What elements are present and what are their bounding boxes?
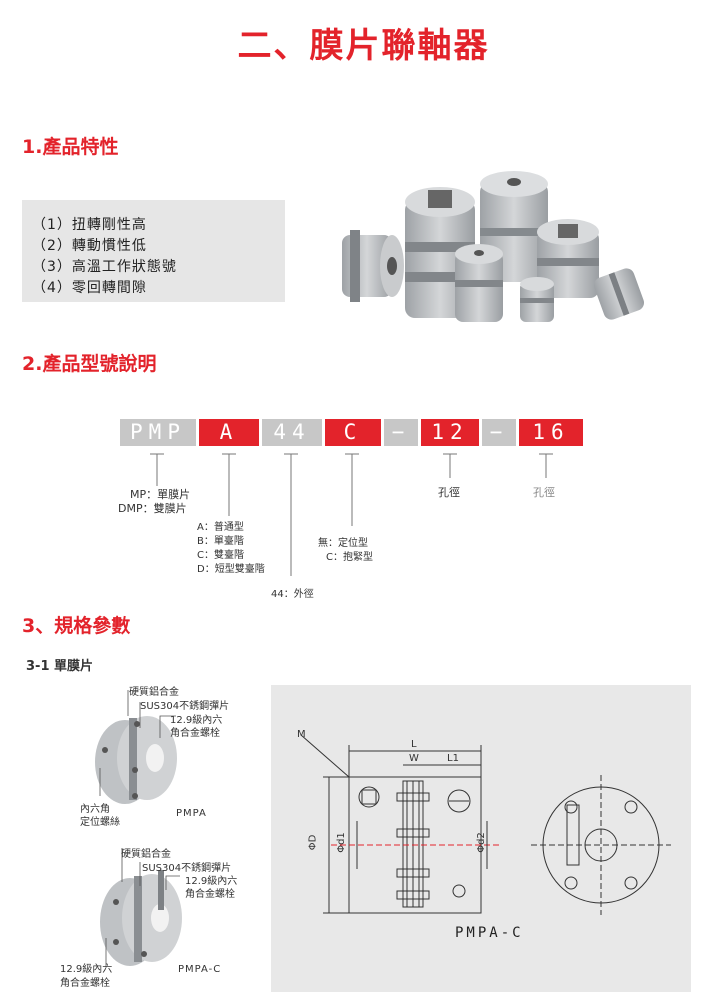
page-title: 二、膜片聯軸器: [237, 26, 490, 66]
pmpac-callout-lines: [105, 848, 180, 968]
pmpac-callout-bottom-bolt: 角合金螺栓: [60, 978, 110, 989]
pmpa-callout-spring: SUS304不銹鋼彈片: [140, 701, 230, 712]
coupling-image: [593, 268, 645, 320]
dim-label-l1: L1: [447, 753, 459, 764]
label-fix-clamp: C：抱緊型: [326, 552, 373, 563]
coupling-image: [537, 219, 599, 298]
label-type-c: C：雙臺階: [197, 550, 244, 561]
label-single-diaphragm: MP：單膜片: [130, 488, 191, 501]
pmpac-callout-spring: SUS304不銹鋼彈片: [142, 863, 232, 874]
pmpa-callout-bolt: 12.9級內六: [170, 715, 223, 726]
label-bore1: 孔徑: [438, 486, 460, 499]
pmpac-callout-aluminium: 硬質鋁合金: [121, 849, 171, 860]
section-heading-features: 1.產品特性: [22, 136, 119, 158]
code-segment-fixing: C: [325, 419, 381, 446]
technical-drawing-panel: M L W L1 ΦD Φd1 Φd2 PMPA-C: [271, 685, 691, 992]
pmpac-callout-bottom-bolt: 12.9級內六: [60, 964, 113, 975]
label-fix-positioning: 無：定位型: [318, 538, 368, 549]
subsection-single-diaphragm: 3-1 單膜片: [26, 659, 94, 674]
label-double-diaphragm: DMP：雙膜片: [118, 502, 187, 515]
feature-item: （1）扭轉剛性高: [32, 217, 147, 233]
pmpac-model-name: PMPA-C: [178, 964, 222, 975]
label-type-b: B：單臺階: [197, 536, 244, 547]
code-segment-bore1: 12: [421, 419, 479, 446]
pmpac-coupling-image: [100, 870, 182, 966]
feature-item: （2）轉動慣性低: [32, 238, 147, 254]
coupling-image: [455, 244, 503, 322]
code-dash: −: [384, 419, 418, 446]
pmpa-callout-bolt: 角合金螺栓: [170, 728, 220, 739]
dim-label-w: W: [409, 753, 419, 764]
dim-label-m: M: [297, 729, 306, 740]
dim-label-od: ΦD: [307, 834, 319, 851]
section-heading-model: 2.產品型號說明: [22, 353, 157, 375]
code-brackets: [150, 453, 553, 576]
dim-label-l: L: [411, 739, 417, 750]
pmpac-callout-bolt: 12.9級內六: [185, 876, 238, 887]
label-bore2: 孔徑: [533, 486, 555, 499]
technical-drawing: [300, 734, 671, 915]
features-box: （1）扭轉剛性高 （2）轉動慣性低 （3）高溫工作狀態號 （4）零回轉間隙: [22, 200, 285, 302]
coupling-image: [520, 277, 554, 322]
feature-item: （3）高溫工作狀態號: [32, 259, 177, 275]
pmpa-callout-lines: [99, 690, 176, 796]
coupling-image: [342, 230, 404, 302]
drawing-model-name: PMPA-C: [455, 925, 524, 941]
pmpa-callout-set-screw: 內六角: [80, 804, 110, 815]
dim-label-d1: Φd1: [335, 832, 347, 853]
section-heading-specs: 3、規格參數: [22, 615, 131, 637]
pmpa-model-name: PMPA: [176, 808, 207, 819]
pmpac-callout-bolt: 角合金螺栓: [185, 889, 235, 900]
code-dash: −: [482, 419, 516, 446]
code-segment-outer-diameter: 44: [262, 419, 322, 446]
pmpa-coupling-image: [95, 716, 177, 804]
code-segment-type: A: [199, 419, 259, 446]
dim-label-d2: Φd2: [475, 832, 487, 853]
label-outer-diameter: 44：外徑: [271, 589, 314, 600]
label-type-a: A：普通型: [197, 522, 244, 533]
feature-item: （4）零回轉間隙: [32, 280, 147, 296]
code-segment-bore2: 16: [519, 419, 583, 446]
pmpa-callout-set-screw: 定位螺絲: [80, 817, 120, 828]
code-segment-series: PMP: [120, 419, 196, 446]
product-photo: [342, 171, 645, 322]
pmpa-callout-aluminium: 硬質鋁合金: [129, 687, 179, 698]
label-type-d: D：短型雙臺階: [197, 564, 265, 575]
